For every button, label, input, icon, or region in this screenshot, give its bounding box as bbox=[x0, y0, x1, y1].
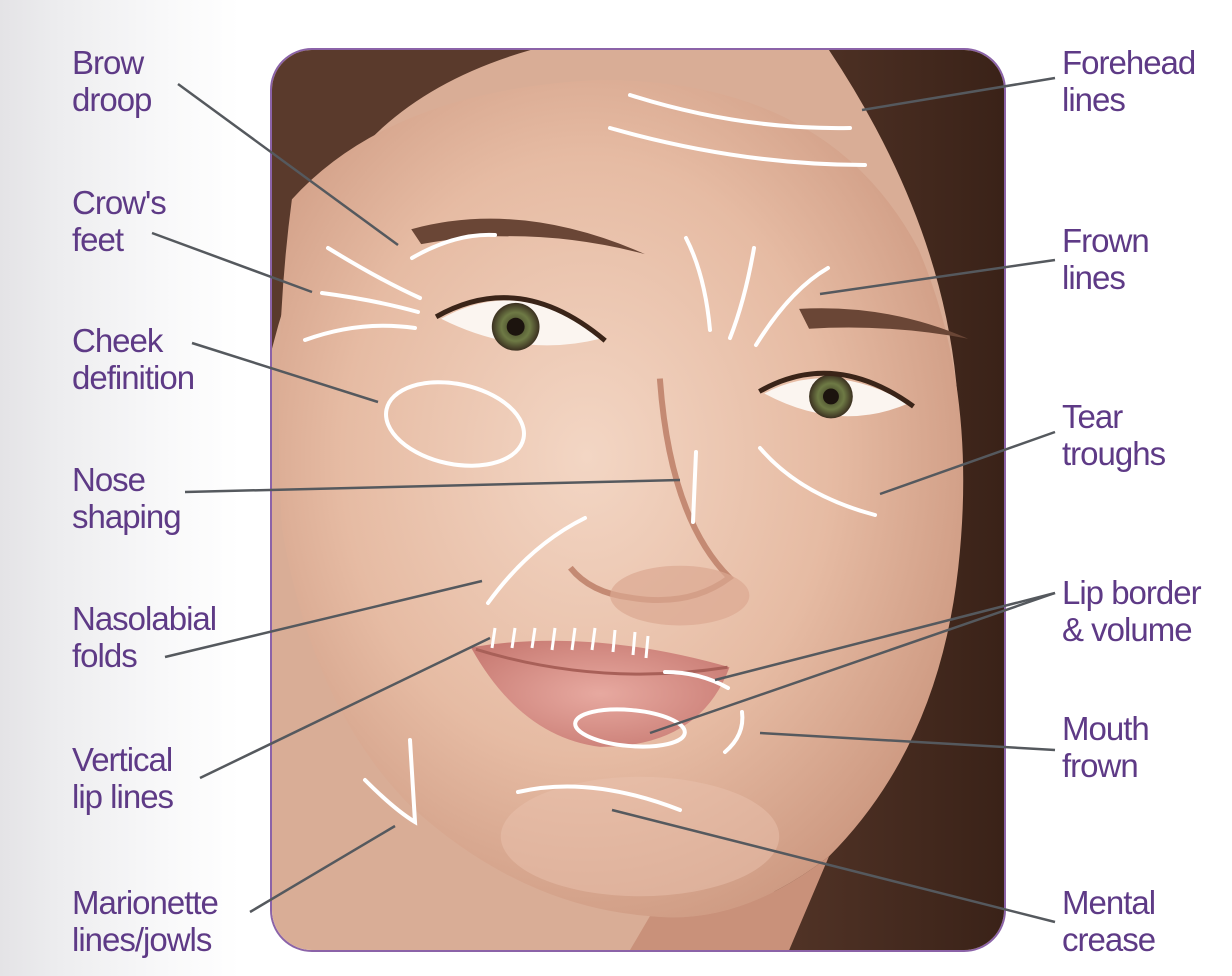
mental-crease-leader bbox=[612, 810, 1055, 922]
label-crows-feet: Crow's feet bbox=[72, 184, 166, 258]
nasolabial-marking bbox=[488, 518, 585, 603]
label-mental-crease: Mental crease bbox=[1062, 884, 1155, 958]
brow-marking bbox=[412, 235, 495, 258]
tear-trough-leader bbox=[880, 432, 1055, 494]
cheek-leader bbox=[192, 343, 378, 402]
frown-marking-1 bbox=[686, 238, 710, 330]
label-line: Crow's bbox=[72, 184, 166, 221]
label-line: definition bbox=[72, 359, 194, 396]
lip-border-leader-1 bbox=[650, 593, 1055, 733]
label-lip-border: Lip border & volume bbox=[1062, 574, 1201, 648]
lip-volume-marking bbox=[574, 705, 687, 750]
crows-feet-leader bbox=[152, 233, 312, 292]
tear-trough-marking bbox=[760, 448, 875, 515]
crows-feet-marking-3 bbox=[305, 326, 415, 340]
label-line: Brow bbox=[72, 44, 151, 81]
label-line: lip lines bbox=[72, 778, 173, 815]
brow-droop-leader bbox=[178, 84, 398, 245]
mouth-frown-marking bbox=[725, 712, 742, 752]
frown-leader bbox=[820, 260, 1055, 294]
label-line: Nose bbox=[72, 461, 181, 498]
label-line: droop bbox=[72, 81, 151, 118]
frown-marking-3 bbox=[756, 268, 828, 345]
label-line: shaping bbox=[72, 498, 181, 535]
label-line: Marionette bbox=[72, 884, 218, 921]
label-line: feet bbox=[72, 221, 166, 258]
label-line: Tear bbox=[1062, 398, 1165, 435]
marionette-leader bbox=[250, 826, 395, 912]
label-line: Frown bbox=[1062, 222, 1149, 259]
label-marionette-lines: Marionette lines/jowls bbox=[72, 884, 218, 958]
leader-lines bbox=[152, 78, 1055, 922]
label-line: crease bbox=[1062, 921, 1155, 958]
vertical-lip-leader bbox=[200, 638, 490, 778]
label-line: lines bbox=[1062, 259, 1149, 296]
label-line: Vertical bbox=[72, 741, 173, 778]
label-line: Mouth bbox=[1062, 710, 1149, 747]
vertical-lip-marks bbox=[492, 628, 648, 658]
label-line: folds bbox=[72, 637, 216, 674]
label-line: lines/jowls bbox=[72, 921, 218, 958]
label-line: Nasolabial bbox=[72, 600, 216, 637]
forehead-marking-2 bbox=[610, 128, 865, 165]
label-line: Cheek bbox=[72, 322, 194, 359]
mouth-frown-leader bbox=[760, 733, 1055, 750]
cheek-marking bbox=[378, 370, 532, 477]
treatment-markings bbox=[305, 95, 875, 822]
lip-border-leader-2 bbox=[715, 593, 1055, 680]
nose-marking bbox=[693, 452, 696, 522]
label-mouth-frown: Mouth frown bbox=[1062, 710, 1149, 784]
forehead-marking-1 bbox=[630, 95, 850, 128]
label-vertical-lip-lines: Vertical lip lines bbox=[72, 741, 173, 815]
label-nose-shaping: Nose shaping bbox=[72, 461, 181, 535]
label-line: Forehead bbox=[1062, 44, 1195, 81]
frown-marking-2 bbox=[730, 248, 754, 338]
marionette-marking bbox=[365, 740, 415, 822]
forehead-leader bbox=[862, 78, 1055, 110]
label-frown-lines: Frown lines bbox=[1062, 222, 1149, 296]
nose-leader bbox=[185, 480, 680, 492]
label-forehead-lines: Forehead lines bbox=[1062, 44, 1195, 118]
label-nasolabial-folds: Nasolabial folds bbox=[72, 600, 216, 674]
label-brow-droop: Brow droop bbox=[72, 44, 151, 118]
mental-crease-marking bbox=[518, 786, 680, 810]
label-tear-troughs: Tear troughs bbox=[1062, 398, 1165, 472]
label-line: frown bbox=[1062, 747, 1149, 784]
label-line: Lip border bbox=[1062, 574, 1201, 611]
label-line: lines bbox=[1062, 81, 1195, 118]
label-line: Mental bbox=[1062, 884, 1155, 921]
crows-feet-marking-2 bbox=[322, 293, 418, 312]
label-line: troughs bbox=[1062, 435, 1165, 472]
label-cheek-definition: Cheek definition bbox=[72, 322, 194, 396]
label-line: & volume bbox=[1062, 611, 1201, 648]
crows-feet-marking-1 bbox=[328, 248, 420, 298]
